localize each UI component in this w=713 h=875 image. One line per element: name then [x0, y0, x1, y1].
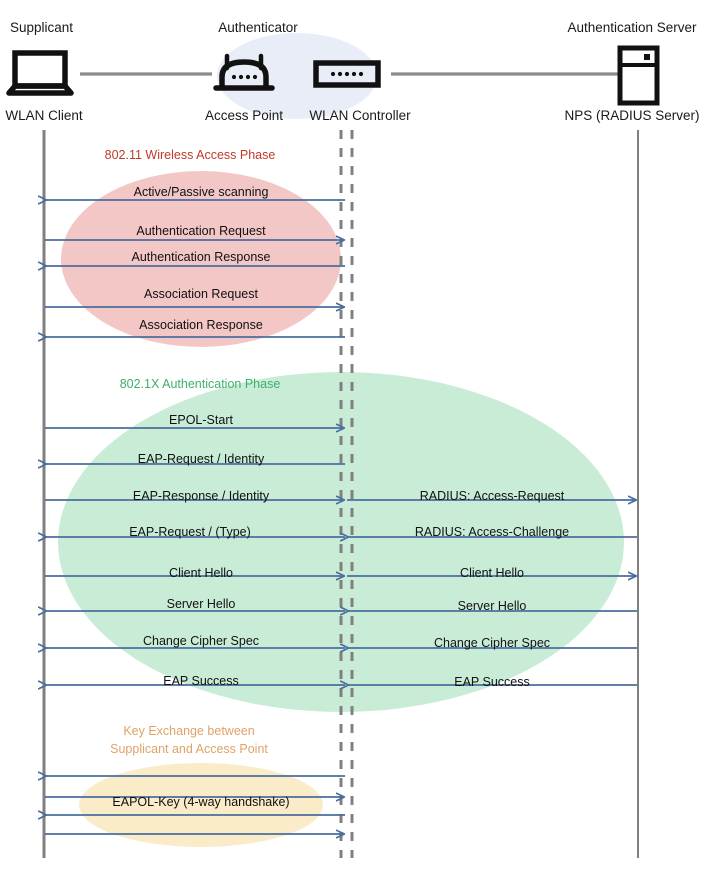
- message-label: Change Cipher Spec: [433, 636, 551, 650]
- phase-8021x-region: [58, 372, 624, 712]
- message-label: Server Hello: [457, 599, 527, 613]
- phase-key-exchange-region: [79, 763, 323, 847]
- message-arrows: [45, 200, 637, 834]
- message-label: RADIUS: Access-Request: [419, 489, 565, 503]
- message-label: RADIUS: Access-Challenge: [414, 525, 570, 539]
- node-device-access-point: Access Point: [204, 108, 284, 123]
- message-label: Active/Passive scanning: [133, 185, 269, 199]
- laptop-icon: [6, 50, 74, 96]
- message-label: EAP Success: [454, 675, 530, 689]
- lifelines: [42, 130, 639, 858]
- message-label: Client Hello: [460, 566, 524, 580]
- node-device-wlan-client: WLAN Client: [5, 108, 83, 123]
- message-label: Client Hello: [169, 566, 233, 580]
- node-device-wlan-controller: WLAN Controller: [309, 108, 411, 123]
- message-label: EAP Success: [163, 674, 239, 688]
- message-label: Authentication Response: [131, 250, 271, 264]
- phase-label-key-exchange: Key Exchange between Supplicant and Acce…: [110, 722, 268, 758]
- phase-label-key-exchange-line2: Supplicant and Access Point: [110, 742, 268, 757]
- node-role-supplicant: Supplicant: [10, 20, 74, 35]
- message-label: Change Cipher Spec: [142, 634, 260, 648]
- phase-label-80211: 802.11 Wireless Access Phase: [104, 148, 276, 162]
- wlan-controller-icon: [313, 60, 381, 88]
- server-icon: [617, 45, 660, 106]
- message-label: EAP-Request / (Type): [129, 525, 251, 539]
- message-label: EAP-Response / Identity: [132, 489, 270, 503]
- message-label: EAPOL-Key (4-way handshake): [112, 795, 290, 809]
- phase-label-key-exchange-line1: Key Exchange between: [123, 724, 255, 738]
- access-point-icon: [213, 53, 275, 91]
- message-label: Authentication Request: [136, 224, 266, 238]
- message-label: EAP-Request / Identity: [137, 452, 265, 466]
- node-role-authenticator: Authenticator: [218, 20, 298, 35]
- phase-label-8021x: 802.1X Authentication Phase: [119, 377, 281, 391]
- node-device-nps-radius: NPS (RADIUS Server): [564, 108, 700, 123]
- message-label: Association Request: [144, 287, 258, 301]
- message-label: Server Hello: [166, 597, 236, 611]
- authenticator-group-oval: [217, 33, 377, 119]
- phase-ellipses: [58, 171, 624, 847]
- message-label: Association Response: [139, 318, 263, 332]
- node-role-auth-server: Authentication Server: [567, 20, 697, 35]
- message-label: EPOL-Start: [169, 413, 233, 427]
- phase-80211-region: [61, 171, 341, 347]
